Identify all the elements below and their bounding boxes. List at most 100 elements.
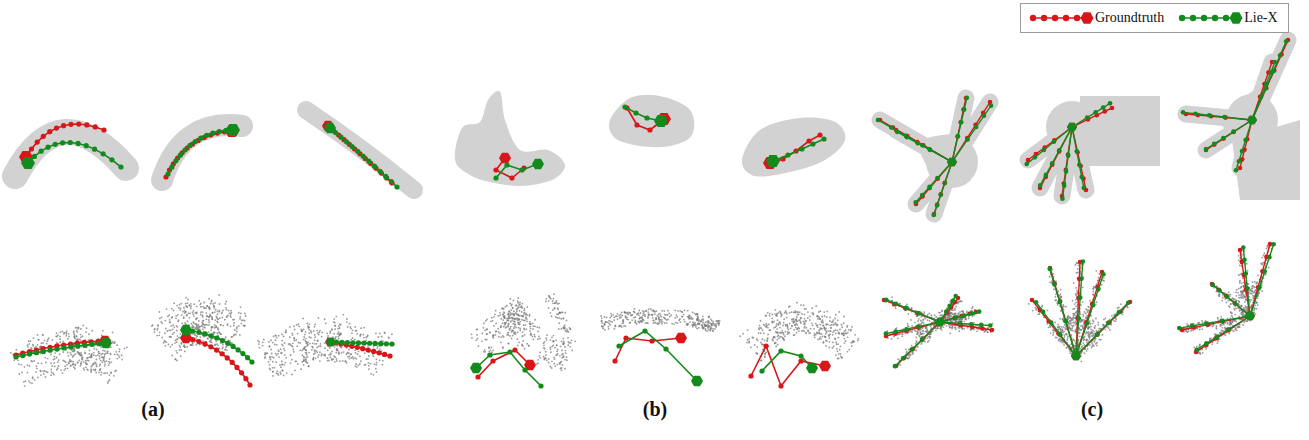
- depth-point: [620, 314, 622, 316]
- depth-point: [121, 354, 123, 356]
- depth-point: [375, 332, 377, 334]
- depth-point: [303, 360, 305, 362]
- depth-point: [193, 310, 195, 312]
- depth-point: [510, 326, 512, 328]
- depth-point: [276, 370, 278, 372]
- depth-point: [558, 303, 560, 305]
- depth-point: [327, 349, 329, 351]
- depth-point: [503, 326, 505, 328]
- depth-point: [499, 332, 501, 334]
- depth-point: [27, 344, 29, 346]
- depth-point: [608, 320, 610, 322]
- depth-point: [203, 307, 205, 309]
- depth-point: [208, 321, 210, 323]
- depth-point: [507, 332, 509, 334]
- depth-point: [81, 358, 83, 360]
- depth-point: [498, 336, 500, 338]
- depth-point: [163, 342, 165, 344]
- depth-point: [211, 318, 213, 320]
- depth-point: [70, 352, 72, 354]
- depth-point: [509, 327, 511, 329]
- depth-point: [18, 363, 20, 365]
- depth-point: [66, 333, 68, 335]
- depth-point: [324, 318, 326, 320]
- depth-point: [96, 349, 98, 351]
- depth-point: [283, 336, 285, 338]
- depth-point: [697, 315, 699, 317]
- depth-point: [217, 310, 219, 312]
- depth-point: [205, 307, 207, 309]
- depth-point: [305, 352, 307, 354]
- depth-point: [648, 308, 650, 310]
- depth-point: [98, 371, 100, 373]
- depth-point: [99, 352, 101, 354]
- depth-point: [285, 357, 287, 359]
- depth-point: [208, 316, 210, 318]
- depth-point: [206, 318, 208, 320]
- depth-point: [244, 313, 246, 315]
- depth-point: [273, 336, 275, 338]
- depth-point: [507, 334, 509, 336]
- depth-point: [24, 366, 26, 368]
- depth-point: [301, 350, 303, 352]
- depth-point: [180, 308, 182, 310]
- depth-point: [114, 353, 116, 355]
- depth-point: [45, 362, 47, 364]
- depth-point: [100, 346, 102, 348]
- depth-point: [68, 362, 70, 364]
- depth-point: [660, 315, 662, 317]
- depth-point: [80, 365, 82, 367]
- depth-point: [281, 361, 283, 363]
- depth-point: [338, 353, 340, 355]
- depth-point: [116, 358, 118, 360]
- depth-point: [183, 307, 185, 309]
- depth-point: [111, 361, 113, 363]
- depth-point: [521, 319, 523, 321]
- depth-point: [257, 340, 259, 342]
- depth-point: [519, 329, 521, 331]
- depth-point: [296, 345, 298, 347]
- depth-point: [161, 322, 163, 324]
- depth-point: [176, 338, 178, 340]
- depth-point: [360, 360, 362, 362]
- depth-point: [504, 306, 506, 308]
- depth-point: [90, 366, 92, 368]
- depth-point: [683, 314, 685, 316]
- depth-point: [93, 363, 95, 365]
- depth-point: [190, 303, 192, 305]
- depth-point: [102, 356, 104, 358]
- depth-point: [526, 306, 528, 308]
- depth-point: [106, 372, 108, 374]
- depth-point: [664, 322, 666, 324]
- depth-point: [184, 310, 186, 312]
- depth-point: [562, 318, 564, 320]
- depth-point: [712, 328, 714, 330]
- depth-point: [336, 360, 338, 362]
- depth-point: [78, 359, 80, 361]
- depth-point: [194, 333, 196, 335]
- depth-point: [172, 328, 174, 330]
- depth-point: [225, 346, 227, 348]
- depth-point: [86, 327, 88, 329]
- depth-point: [104, 361, 106, 363]
- depth-point: [516, 309, 518, 311]
- depth-point: [222, 346, 224, 348]
- depth-point: [203, 302, 205, 304]
- depth-point: [537, 359, 539, 361]
- depth-point: [299, 349, 301, 351]
- depth-point: [196, 335, 198, 337]
- depth-point: [27, 364, 29, 366]
- depth-point: [546, 359, 548, 361]
- depth-point: [112, 332, 114, 334]
- depth-point: [628, 312, 630, 314]
- depth-point: [339, 323, 341, 325]
- depth-point: [370, 373, 372, 375]
- depth-point: [298, 342, 300, 344]
- depth-point: [602, 327, 604, 329]
- depth-point: [522, 331, 524, 333]
- depth-point: [218, 294, 220, 296]
- depth-point: [107, 352, 109, 354]
- depth-point: [81, 354, 83, 356]
- depth-point: [197, 328, 199, 330]
- depth-point: [521, 335, 523, 337]
